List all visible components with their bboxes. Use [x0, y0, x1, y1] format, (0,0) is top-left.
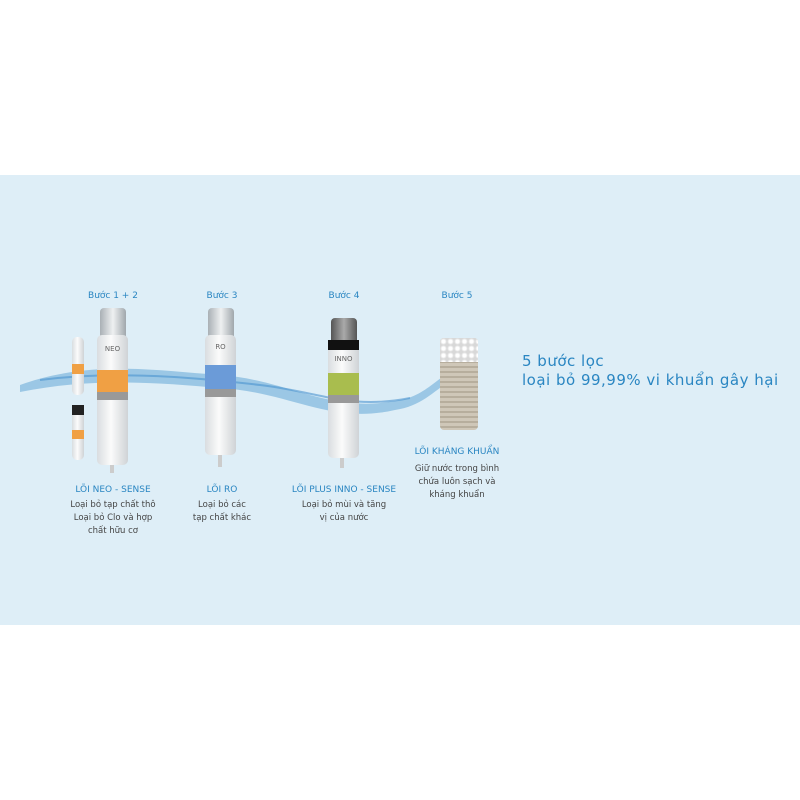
ro-color-band: [205, 365, 236, 389]
ro-filter: RO: [205, 335, 236, 455]
neo-small-filter-top: [72, 337, 84, 395]
neo-color-band: [97, 370, 128, 392]
step-label: Bước 3: [206, 291, 238, 301]
neo-filter-cap: [100, 308, 126, 338]
neo-filter: NEO: [97, 335, 128, 465]
inno-color-band: [328, 373, 359, 395]
inno-filter: INNO: [328, 340, 359, 458]
inno-filter-cap: [331, 318, 357, 344]
filter-name: LÕI KHÁNG KHUẨN: [414, 447, 500, 457]
neo-filter-label: NEO: [104, 345, 121, 353]
step-label: Bước 4: [328, 291, 360, 301]
step-label: Bước 5: [441, 291, 473, 301]
headline-line1: 5 bước lọc: [522, 352, 605, 370]
filter-name: LÕI RO: [206, 485, 238, 495]
step-label: Bước 1 + 2: [88, 291, 138, 301]
antibacterial-filter: [440, 338, 478, 430]
filter-name: LÕI PLUS INNO - SENSE: [291, 485, 397, 495]
inno-filter-label: INNO: [334, 355, 353, 363]
filter-name: LÕI NEO - SENSE: [75, 485, 151, 495]
ro-filter-cap: [208, 308, 234, 338]
headline: 5 bước lọc loại bỏ 99,99% vi khuẩn gây h…: [522, 352, 779, 390]
neo-small-filter-bottom: [72, 405, 84, 460]
headline-line2: loại bỏ 99,99% vi khuẩn gây hại: [522, 371, 779, 389]
ro-filter-label: RO: [215, 343, 226, 351]
